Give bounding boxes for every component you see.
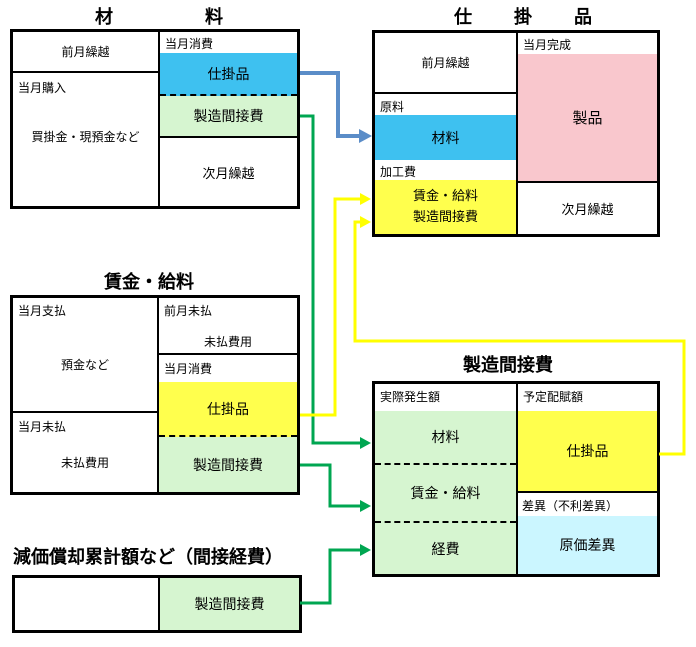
- materials-debit-column: 前月繰越 当月購入 買掛金・現預金など: [13, 32, 160, 206]
- wages-to-overhead-cell: 製造間接費: [159, 437, 297, 492]
- materials-prev-carryover: 前月繰越: [13, 32, 158, 73]
- wip-materials-cell: 材料: [375, 115, 516, 160]
- wip-raw-materials-label: 原料: [380, 100, 405, 114]
- arrow-wages-to-overhead: [300, 463, 361, 508]
- arrow-overhead-to-wip-head: [360, 216, 371, 228]
- wip-finished-goods-cell: 製品: [518, 54, 657, 183]
- wip-next-carryover: 次月繰越: [561, 202, 614, 217]
- materials-consumption-label: 当月消費: [165, 37, 214, 51]
- wages-right-divider-line: [159, 353, 297, 355]
- wages-paid-this-month: 当月支払: [18, 304, 67, 318]
- wages-account-box: 当月支払 預金など 当月未払 未払費用 前月未払 未払費用 当月消費 仕掛品 製…: [10, 295, 300, 495]
- overhead-expenses-cell: 経費: [375, 523, 516, 574]
- arrow-depreciation-to-overhead-head: [360, 544, 371, 556]
- arrow-materials-to-overhead: [300, 114, 361, 445]
- materials-to-overhead-cell: 製造間接費: [160, 96, 297, 138]
- depreciation-to-overhead-cell: 製造間接費: [160, 578, 299, 630]
- wip-conversion-cell: 賃金・給料 製造間接費: [375, 180, 516, 234]
- materials-account-box: 前月繰越 当月購入 買掛金・現預金など 当月消費 仕掛品 製造間接費 次月繰越: [10, 29, 300, 209]
- wages-debit-column: 当月支払 預金など 当月未払 未払費用: [13, 298, 159, 492]
- overhead-to-wip-cell: 仕掛品: [518, 411, 657, 493]
- depreciation-debit-column: [15, 578, 160, 630]
- arrow-materials-to-wip: [300, 71, 360, 138]
- depreciation-account-box: 製造間接費: [12, 575, 302, 633]
- overhead-account-box: 実際発生額 材料 賃金・給料 経費 予定配賦額 仕掛品 差異（不利差異） 原価差…: [372, 381, 660, 577]
- arrow-materials-to-overhead-head: [360, 437, 371, 449]
- wages-account-title: 賃金・給料: [104, 272, 194, 292]
- depreciation-account-title: 減価償却累計額など（間接経費）: [13, 547, 283, 567]
- materials-payables-cash: 買掛金・現預金など: [31, 130, 140, 144]
- wages-prev-month-unpaid: 前月未払: [164, 304, 213, 318]
- overhead-account-title: 製造間接費: [463, 355, 553, 375]
- wip-overhead-line: 製造間接費: [412, 209, 478, 224]
- wages-accrued-expense-left: 未払費用: [60, 456, 109, 470]
- overhead-debit-column: 実際発生額 材料 賃金・給料 経費: [375, 384, 518, 574]
- wip-labor-line: 賃金・給料: [412, 188, 478, 204]
- wages-accrued-expense-right: 未払費用: [203, 335, 252, 349]
- wip-account-box: 前月繰越 原料 材料 加工費 賃金・給料 製造間接費 当月完成 製品 次月繰越: [372, 30, 660, 237]
- wages-consumption-label: 当月消費: [164, 362, 213, 376]
- wip-debit-column: 前月繰越 原料 材料 加工費 賃金・給料 製造間接費: [375, 33, 518, 234]
- overhead-variance-label: 差異（不利差異）: [522, 499, 619, 513]
- overhead-actual-label: 実際発生額: [380, 390, 441, 404]
- arrow-depreciation-to-overhead: [300, 548, 361, 605]
- arrow-wages-to-wip: [300, 197, 361, 417]
- wip-processing-cost-label: 加工費: [380, 165, 417, 179]
- wages-unpaid-this-month: 当月未払: [18, 420, 67, 434]
- wages-to-wip-cell: 仕掛品: [159, 382, 297, 437]
- overhead-applied-label: 予定配賦額: [523, 390, 584, 404]
- wip-prev-carryover: 前月繰越: [375, 33, 516, 94]
- wages-credit-column: 前月未払 未払費用 当月消費 仕掛品 製造間接費: [159, 298, 297, 492]
- materials-credit-column: 当月消費 仕掛品 製造間接費 次月繰越: [160, 32, 297, 206]
- materials-to-wip-cell: 仕掛品: [160, 53, 297, 96]
- wages-deposits: 預金など: [60, 358, 109, 372]
- wip-account-title: 仕掛品: [454, 7, 634, 27]
- arrow-wages-to-wip-head: [360, 193, 371, 205]
- materials-next-carryover: 次月繰越: [202, 165, 255, 181]
- overhead-cost-variance-cell: 原価差異: [518, 516, 657, 574]
- wip-credit-column: 当月完成 製品 次月繰越: [518, 33, 657, 234]
- materials-current-purchase: 当月購入: [18, 81, 67, 95]
- arrow-materials-to-wip-head: [359, 129, 372, 143]
- arrow-wages-to-overhead-head: [360, 500, 371, 512]
- wages-left-divider-line: [13, 411, 157, 413]
- overhead-credit-column: 予定配賦額 仕掛品 差異（不利差異） 原価差異: [518, 384, 657, 574]
- overhead-materials-cell: 材料: [375, 411, 516, 465]
- materials-account-title: 材料: [95, 7, 315, 27]
- wip-completed-label: 当月完成: [523, 38, 572, 52]
- overhead-labor-cell: 賃金・給料: [375, 465, 516, 523]
